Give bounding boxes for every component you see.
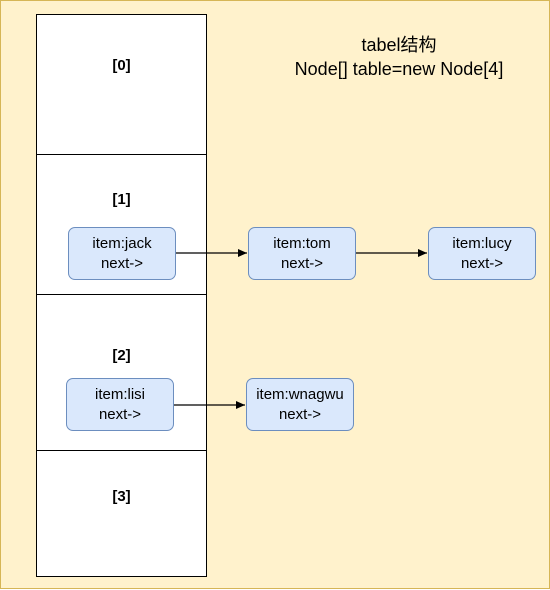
node-tom-next: next-> <box>280 254 324 272</box>
node-lucy-next: next-> <box>460 254 504 272</box>
node-jack-next: next-> <box>100 254 144 272</box>
node-lucy[interactable]: item:lucy next-> <box>428 227 536 280</box>
node-lisi[interactable]: item:lisi next-> <box>66 378 174 431</box>
table-slot-3: [3] <box>36 450 207 577</box>
node-lucy-item: item:lucy <box>452 234 512 252</box>
node-tom[interactable]: item:tom next-> <box>248 227 356 280</box>
node-tom-item: item:tom <box>273 234 331 252</box>
node-jack[interactable]: item:jack next-> <box>68 227 176 280</box>
slot-label-1: [1] <box>112 191 131 208</box>
diagram-title: tabel结构 Node[] table=new Node[4] <box>249 33 549 81</box>
node-jack-item: item:jack <box>92 234 152 252</box>
node-lisi-next: next-> <box>98 405 142 423</box>
title-line-2: Node[] table=new Node[4] <box>294 59 504 79</box>
slot-label-3: [3] <box>112 488 131 505</box>
slot-label-0: [0] <box>112 57 131 74</box>
title-line-1: tabel结构 <box>361 35 437 55</box>
node-wnagwu[interactable]: item:wnagwu next-> <box>246 378 354 431</box>
node-wnagwu-item: item:wnagwu <box>256 385 344 403</box>
table-slot-0: [0] <box>36 14 207 155</box>
slot-label-2: [2] <box>112 347 131 364</box>
node-wnagwu-next: next-> <box>278 405 322 423</box>
node-lisi-item: item:lisi <box>94 385 145 403</box>
